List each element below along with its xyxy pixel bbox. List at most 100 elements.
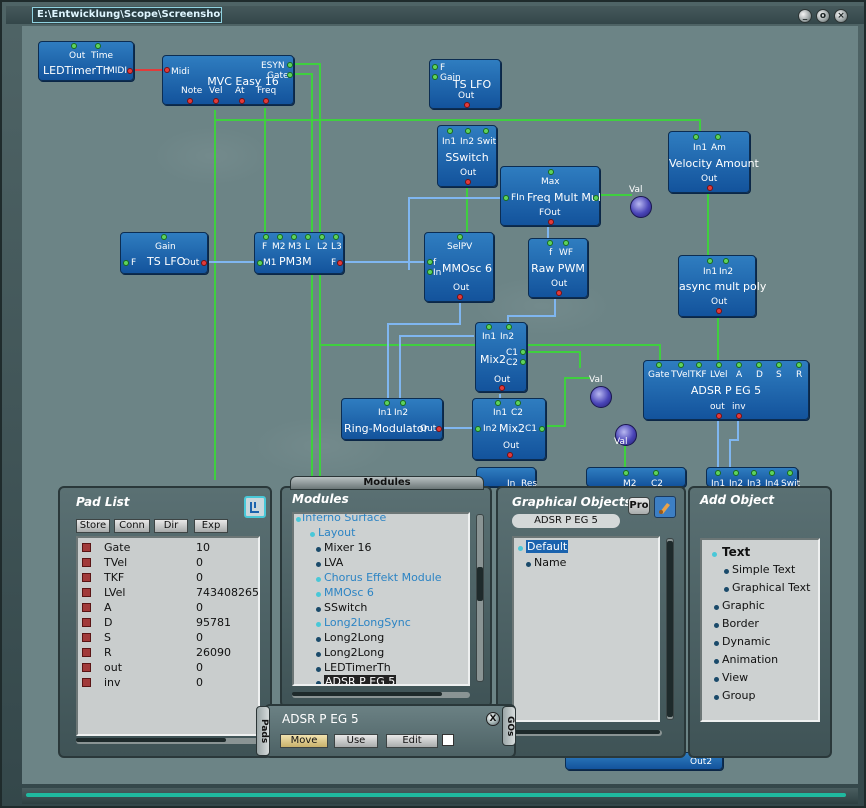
module-raw-pwm[interactable]: f WF Raw PWM Out bbox=[528, 238, 588, 298]
pad[interactable] bbox=[436, 426, 442, 432]
pad[interactable] bbox=[305, 234, 311, 240]
pad[interactable] bbox=[678, 362, 684, 368]
module-freq-mult-mul[interactable]: Max FIn Freq Mult Mul FOut bbox=[500, 166, 601, 226]
tab-gos[interactable]: GOs bbox=[502, 706, 516, 746]
module-list-item[interactable]: Long2LongSync bbox=[316, 616, 411, 629]
add-object-item-text[interactable]: Text bbox=[712, 545, 750, 559]
pad[interactable] bbox=[507, 452, 513, 458]
pad[interactable] bbox=[593, 195, 599, 201]
pad[interactable] bbox=[520, 359, 526, 365]
pad[interactable] bbox=[287, 62, 293, 68]
module-partial-in-res[interactable]: In Res bbox=[476, 467, 537, 489]
pad[interactable] bbox=[475, 426, 481, 432]
pad[interactable] bbox=[464, 102, 470, 108]
module-ring-modulator[interactable]: In1 In2 Ring-Modulator Out bbox=[341, 398, 443, 440]
module-partial-in1-in4-swit[interactable]: In1 In2 In3 In4 Swit bbox=[706, 467, 800, 489]
pad[interactable] bbox=[503, 195, 509, 201]
pad[interactable] bbox=[447, 128, 453, 134]
add-object-item-view[interactable]: View bbox=[714, 671, 748, 684]
pad[interactable] bbox=[539, 426, 545, 432]
pad[interactable] bbox=[400, 400, 406, 406]
module-async-mult-poly[interactable]: In1 In2 async mult poly Out bbox=[678, 255, 766, 317]
modules-vscroll[interactable] bbox=[476, 514, 484, 682]
pad[interactable] bbox=[707, 258, 713, 264]
tab-pads[interactable]: Pads bbox=[256, 706, 270, 756]
add-object-item-group[interactable]: Group bbox=[714, 689, 756, 702]
add-object-item-dynamic[interactable]: Dynamic bbox=[714, 635, 771, 648]
module-mix2-bottom[interactable]: In1 C2 In2 Mix2 C1 Out bbox=[472, 398, 546, 460]
pad[interactable] bbox=[715, 470, 721, 476]
pad[interactable] bbox=[457, 234, 463, 240]
pad[interactable] bbox=[769, 470, 775, 476]
pad[interactable] bbox=[515, 400, 521, 406]
modules-list[interactable]: Inferno Surface Layout Mixer 16 LVA Chor… bbox=[292, 512, 470, 686]
pad[interactable] bbox=[263, 234, 269, 240]
pad[interactable] bbox=[715, 134, 721, 140]
pad[interactable] bbox=[123, 260, 129, 266]
pad[interactable] bbox=[653, 470, 659, 476]
value-knob[interactable]: Val bbox=[589, 375, 612, 408]
pad-list-mode-button[interactable] bbox=[244, 496, 266, 518]
pad[interactable] bbox=[495, 400, 501, 406]
add-object-item-simple-text[interactable]: Simple Text bbox=[724, 563, 795, 576]
value-knob[interactable]: Val bbox=[629, 185, 652, 218]
module-velocity-amount[interactable]: In1 Am Velocity Amount Out bbox=[668, 131, 759, 193]
pad[interactable] bbox=[187, 98, 193, 104]
pad[interactable] bbox=[723, 258, 729, 264]
pad[interactable] bbox=[716, 413, 722, 419]
tab-modules[interactable]: Modules bbox=[290, 476, 484, 490]
module-list-item[interactable]: MMOsc 6 bbox=[316, 586, 374, 599]
pad[interactable] bbox=[696, 362, 702, 368]
pad[interactable] bbox=[756, 362, 762, 368]
add-object-item-border[interactable]: Border bbox=[714, 617, 759, 630]
pad[interactable] bbox=[548, 219, 554, 225]
pad[interactable] bbox=[796, 362, 802, 368]
exp-button[interactable]: Exp bbox=[194, 519, 228, 533]
pad[interactable] bbox=[161, 234, 167, 240]
pad[interactable] bbox=[263, 98, 269, 104]
conn-button[interactable]: Conn bbox=[114, 519, 150, 533]
module-list-item[interactable]: Layout bbox=[310, 526, 355, 539]
minimize-button[interactable]: _ bbox=[798, 9, 812, 23]
module-list-item[interactable]: LVA bbox=[316, 556, 343, 569]
module-list-item[interactable]: SSwitch bbox=[316, 601, 367, 614]
pad[interactable] bbox=[164, 67, 170, 73]
module-list-item-selected[interactable]: ADSR P EG 5 bbox=[316, 675, 397, 684]
title-bar[interactable]: E:\Entwicklung\Scope\Screenshot _ o × bbox=[6, 6, 864, 24]
pad[interactable] bbox=[736, 413, 742, 419]
pad[interactable] bbox=[716, 362, 722, 368]
pad[interactable] bbox=[319, 234, 325, 240]
scroll-thumb[interactable] bbox=[292, 692, 442, 696]
edit-checkbox[interactable] bbox=[442, 734, 454, 746]
selection-close-button[interactable]: X bbox=[486, 712, 500, 726]
pad[interactable] bbox=[71, 43, 77, 49]
pad[interactable] bbox=[213, 98, 219, 104]
pad[interactable] bbox=[520, 349, 526, 355]
module-partial-m2-c2[interactable]: M2 C2 bbox=[586, 467, 686, 489]
pad[interactable] bbox=[291, 234, 297, 240]
module-list-item[interactable]: Long2Long bbox=[316, 631, 384, 644]
pad[interactable] bbox=[457, 294, 463, 300]
module-mmosc-6[interactable]: SelPV f In MMOsc 6 Out bbox=[424, 232, 494, 302]
module-list-item[interactable]: Inferno Surface bbox=[296, 514, 386, 524]
module-list-item[interactable]: LEDTimerTh bbox=[316, 661, 391, 674]
pad[interactable] bbox=[384, 400, 390, 406]
pad[interactable] bbox=[751, 470, 757, 476]
pad[interactable] bbox=[733, 470, 739, 476]
move-button[interactable]: Move bbox=[280, 734, 328, 748]
graphical-objects-vscroll[interactable] bbox=[666, 538, 674, 720]
pad[interactable] bbox=[287, 72, 293, 78]
pad[interactable] bbox=[736, 362, 742, 368]
pad[interactable] bbox=[548, 169, 554, 175]
pad[interactable] bbox=[656, 362, 662, 368]
pad[interactable] bbox=[239, 98, 245, 104]
pad[interactable] bbox=[776, 362, 782, 368]
pro-button[interactable]: Pro bbox=[628, 497, 650, 515]
store-button[interactable]: Store bbox=[76, 519, 110, 533]
pad[interactable] bbox=[556, 290, 562, 296]
pad[interactable] bbox=[483, 128, 489, 134]
module-mvc-easy-16[interactable]: Midi ESYN Gate MVC Easy 16 Note Vel At F… bbox=[162, 55, 294, 105]
